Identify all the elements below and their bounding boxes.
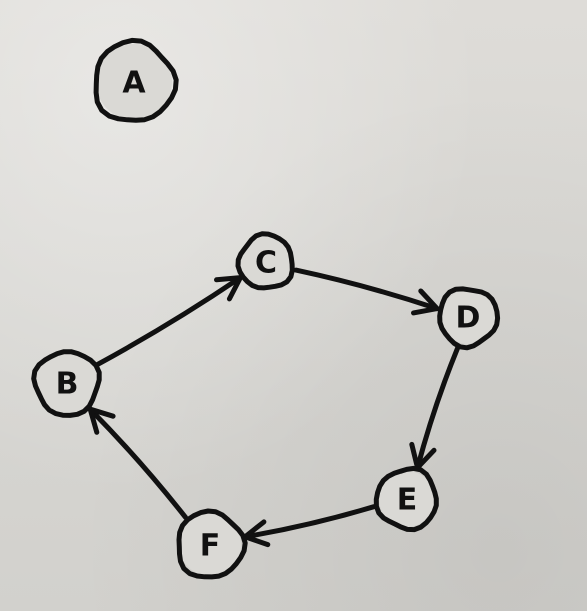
node-circle	[235, 231, 295, 291]
edge-line	[293, 267, 440, 312]
node-circle	[373, 465, 439, 533]
node-C: C	[235, 231, 295, 291]
edge-F-B	[87, 406, 188, 520]
nodes-layer: A B C D E F	[31, 37, 501, 580]
edge-arrowhead	[87, 406, 116, 435]
node-circle	[31, 349, 102, 418]
node-circle	[437, 286, 501, 351]
edge-arrowhead	[214, 275, 243, 302]
edge-B-C	[95, 275, 243, 367]
node-label: B	[56, 367, 79, 402]
node-E: E	[373, 465, 439, 533]
node-circle	[93, 37, 179, 123]
edge-line	[95, 275, 243, 367]
node-D: D	[437, 286, 501, 351]
edge-arrowhead	[411, 288, 440, 316]
edge-line	[87, 406, 188, 520]
node-circle	[176, 508, 248, 580]
node-A: A	[93, 37, 179, 123]
node-label: C	[255, 246, 277, 281]
node-label: A	[122, 66, 146, 101]
edge-E-F	[242, 504, 377, 548]
node-B: B	[31, 349, 102, 418]
node-label: D	[456, 301, 481, 336]
edge-line	[415, 345, 460, 471]
node-label: E	[397, 483, 418, 518]
node-F: F	[176, 508, 248, 580]
edge-D-E	[409, 345, 460, 471]
edge-line	[242, 504, 377, 540]
edge-C-D	[293, 267, 440, 316]
node-label: F	[200, 529, 221, 564]
